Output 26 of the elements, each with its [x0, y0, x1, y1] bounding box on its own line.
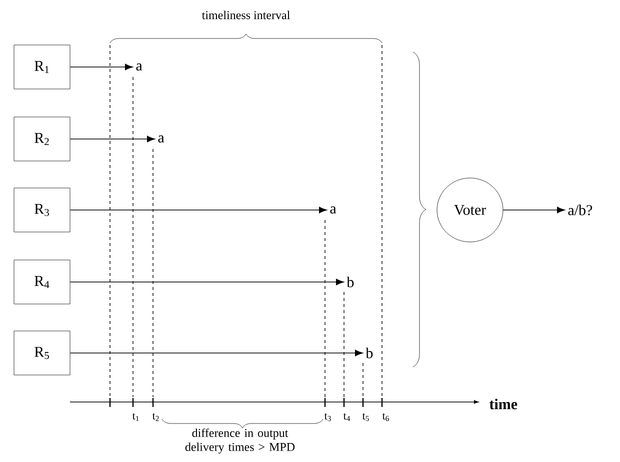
- output-value: a: [330, 206, 336, 214]
- arrow: [70, 278, 344, 286]
- replica-box: R$_{4}$: [14, 260, 70, 304]
- axis-label: time: [489, 398, 518, 410]
- arrow: [502, 206, 565, 214]
- replica-box: R$_{5}$: [14, 330, 70, 376]
- tick-label: t$_{6}$: [382, 413, 389, 422]
- arrow: [70, 64, 133, 70]
- output-value: b: [346, 276, 354, 288]
- arrow: [70, 206, 327, 214]
- replica-box: R$_{2}$: [14, 116, 70, 162]
- tick-label: t$_{5}$: [362, 413, 369, 422]
- tick-label: t$_{3}$: [324, 413, 331, 422]
- tick-label: t$_{4}$: [343, 413, 350, 422]
- arrow: [70, 350, 363, 356]
- replica-box: R$_{1}$: [14, 44, 70, 90]
- caption-label: timeliness interval: [202, 10, 290, 20]
- output-value: b: [366, 348, 373, 358]
- output-value: a: [136, 63, 142, 71]
- caption-label: difference in output delivery times > MPD: [185, 428, 295, 454]
- arrow: [70, 136, 155, 142]
- tick-label: t$_{2}$: [152, 413, 159, 422]
- output-value: a/b?: [568, 204, 592, 216]
- tick-label: t$_{1}$: [132, 413, 139, 422]
- replica-box: R$_{3}$: [14, 188, 70, 232]
- output-value: a: [158, 135, 164, 143]
